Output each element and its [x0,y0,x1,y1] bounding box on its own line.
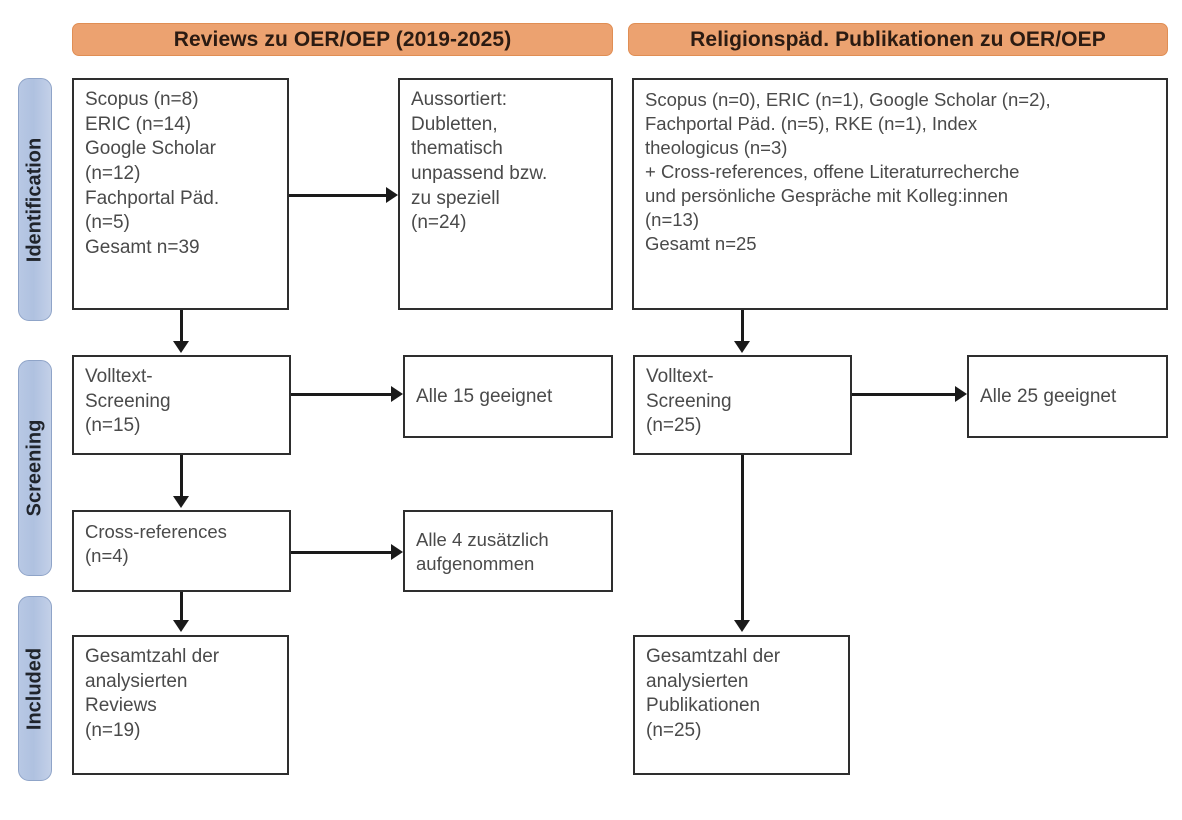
node-line: thematisch [411,138,503,160]
node-left-included: Gesamtzahl der analysierten Reviews (n=1… [72,635,289,775]
node-line: (n=24) [411,212,467,234]
node-left-fulltext-result: Alle 15 geeignet [403,355,613,438]
node-line: (n=25) [646,720,702,742]
node-right-fulltext-screening: Volltext- Screening (n=25) [633,355,852,455]
node-line: Gesamtzahl der [646,646,781,667]
arrowhead-left-sources-to-excluded [386,187,398,203]
node-line: Alle 15 geeignet [416,386,553,408]
node-line: (n=4) [85,545,129,567]
node-line: Google Scholar [85,138,216,160]
connector-left-fulltext-to-result [291,393,391,396]
stage-label-identification: Identification [23,137,46,262]
node-line: ERIC (n=14) [85,113,192,135]
node-line: Gesamt n=39 [85,237,200,259]
node-right-included: Gesamtzahl der analysierten Publikatione… [633,635,850,775]
stage-pill-screening: Screening [18,360,52,576]
node-line: Alle 4 zusätzlich [416,528,549,550]
node-line: Scopus (n=0), ERIC (n=1), Google Scholar… [645,89,1051,110]
arrowhead-left-fulltext-to-crossrefs [173,496,189,508]
arrowhead-right-fulltext-to-result [955,386,967,402]
node-right-sources: Scopus (n=0), ERIC (n=1), Google Scholar… [632,78,1168,310]
stage-label-included: Included [23,647,46,730]
node-line: Gesamtzahl der [85,646,220,667]
arrowhead-right-fulltext-to-included [734,620,750,632]
node-line: Volltext- [646,366,714,387]
arrowhead-left-crossrefs-to-result [391,544,403,560]
node-line: + Cross-references, offene Literaturrech… [645,161,1020,183]
node-line: zu speziell [411,187,500,209]
node-line: Dubletten, [411,113,498,135]
connector-left-crossrefs-to-included [180,592,183,622]
node-line: Aussortiert: [411,89,508,110]
node-line: (n=12) [85,163,141,185]
node-right-fulltext-result: Alle 25 geeignet [967,355,1168,438]
node-line: Publikationen [646,695,761,717]
node-line: analysierten [85,670,188,692]
connector-right-fulltext-to-included [741,455,744,622]
node-line: (n=5) [85,212,130,234]
node-line: (n=19) [85,720,141,742]
node-left-excluded: Aussortiert: Dubletten, thematisch unpas… [398,78,613,310]
node-line: theologicus (n=3) [645,137,788,159]
node-left-sources: Scopus (n=8) ERIC (n=14) Google Scholar … [72,78,289,310]
node-line: (n=13) [645,209,699,231]
arrowhead-left-crossrefs-to-included [173,620,189,632]
node-line: (n=15) [85,415,141,437]
arrowhead-left-sources-to-fulltext [173,341,189,353]
node-line: Scopus (n=8) [85,89,199,110]
node-left-crossrefs: Cross-references (n=4) [72,510,291,592]
stage-label-screening: Screening [23,419,46,517]
stage-pill-included: Included [18,596,52,781]
column-header-left: Reviews zu OER/OEP (2019-2025) [72,23,613,56]
node-line: unpassend bzw. [411,163,548,185]
node-line: analysierten [646,670,749,692]
node-line: Alle 25 geeignet [980,386,1117,408]
node-line: Fachportal Päd. [85,187,220,209]
node-left-fulltext-screening: Volltext- Screening (n=15) [72,355,291,455]
stage-pill-identification: Identification [18,78,52,321]
node-line: Gesamt n=25 [645,233,757,255]
column-header-right: Religionspäd. Publikationen zu OER/OEP [628,23,1168,56]
node-line: Volltext- [85,366,153,387]
connector-left-fulltext-to-crossrefs [180,455,183,498]
arrowhead-right-sources-to-fulltext [734,341,750,353]
node-line: Fachportal Päd. (n=5), RKE (n=1), Index [645,113,978,135]
column-header-left-label: Reviews zu OER/OEP (2019-2025) [173,27,512,51]
connector-left-sources-to-excluded [289,194,386,197]
connector-right-fulltext-to-result [852,393,955,396]
node-line: Screening [646,390,732,412]
connector-left-sources-to-fulltext [180,310,183,343]
node-line: und persönliche Gespräche mit Kolleg:inn… [645,185,1009,207]
column-header-right-label: Religionspäd. Publikationen zu OER/OEP [690,27,1106,51]
node-line: Reviews [85,695,157,717]
node-left-crossrefs-result: Alle 4 zusätzlich aufgenommen [403,510,613,592]
node-line: (n=25) [646,415,702,437]
connector-left-crossrefs-to-result [291,551,391,554]
connector-right-sources-to-fulltext [741,310,744,343]
node-line: Cross-references [85,521,227,542]
node-line: Screening [85,390,171,412]
node-line: aufgenommen [416,553,535,574]
arrowhead-left-fulltext-to-result [391,386,403,402]
